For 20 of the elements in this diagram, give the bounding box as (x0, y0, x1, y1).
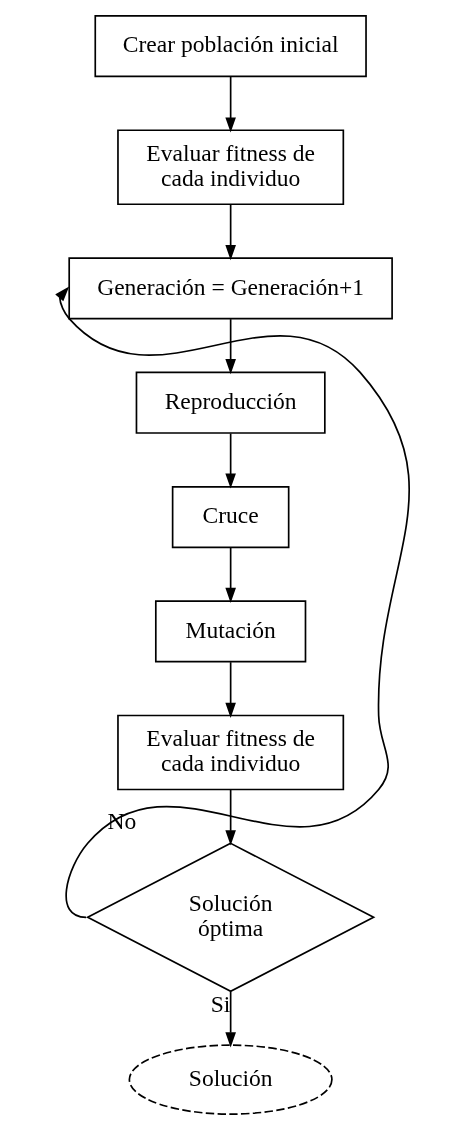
arrow (55, 286, 410, 919)
node-box: Mutación (154, 600, 307, 663)
arrow (225, 203, 236, 261)
node-box: Evaluar fitness de cada individuo (117, 129, 345, 206)
arrow (225, 990, 236, 1048)
arrow (225, 432, 236, 489)
node-ellipse: Solución (128, 1044, 333, 1115)
node-box: Cruce (171, 485, 290, 549)
edge-label: No (107, 808, 137, 835)
node-box: Generación = Generación+1 (68, 257, 393, 320)
node-box: Crear población inicial (94, 15, 367, 78)
node-diamond: Solución óptima (85, 842, 376, 993)
arrow (225, 76, 236, 133)
arrow (225, 318, 236, 375)
arrow (225, 661, 236, 718)
node-box: Reproducción (135, 371, 326, 434)
edge-label: Si (210, 990, 231, 1017)
node-box: Evaluar fitness de cada individuo (117, 714, 345, 791)
arrow (225, 789, 236, 846)
arrow (225, 547, 236, 603)
